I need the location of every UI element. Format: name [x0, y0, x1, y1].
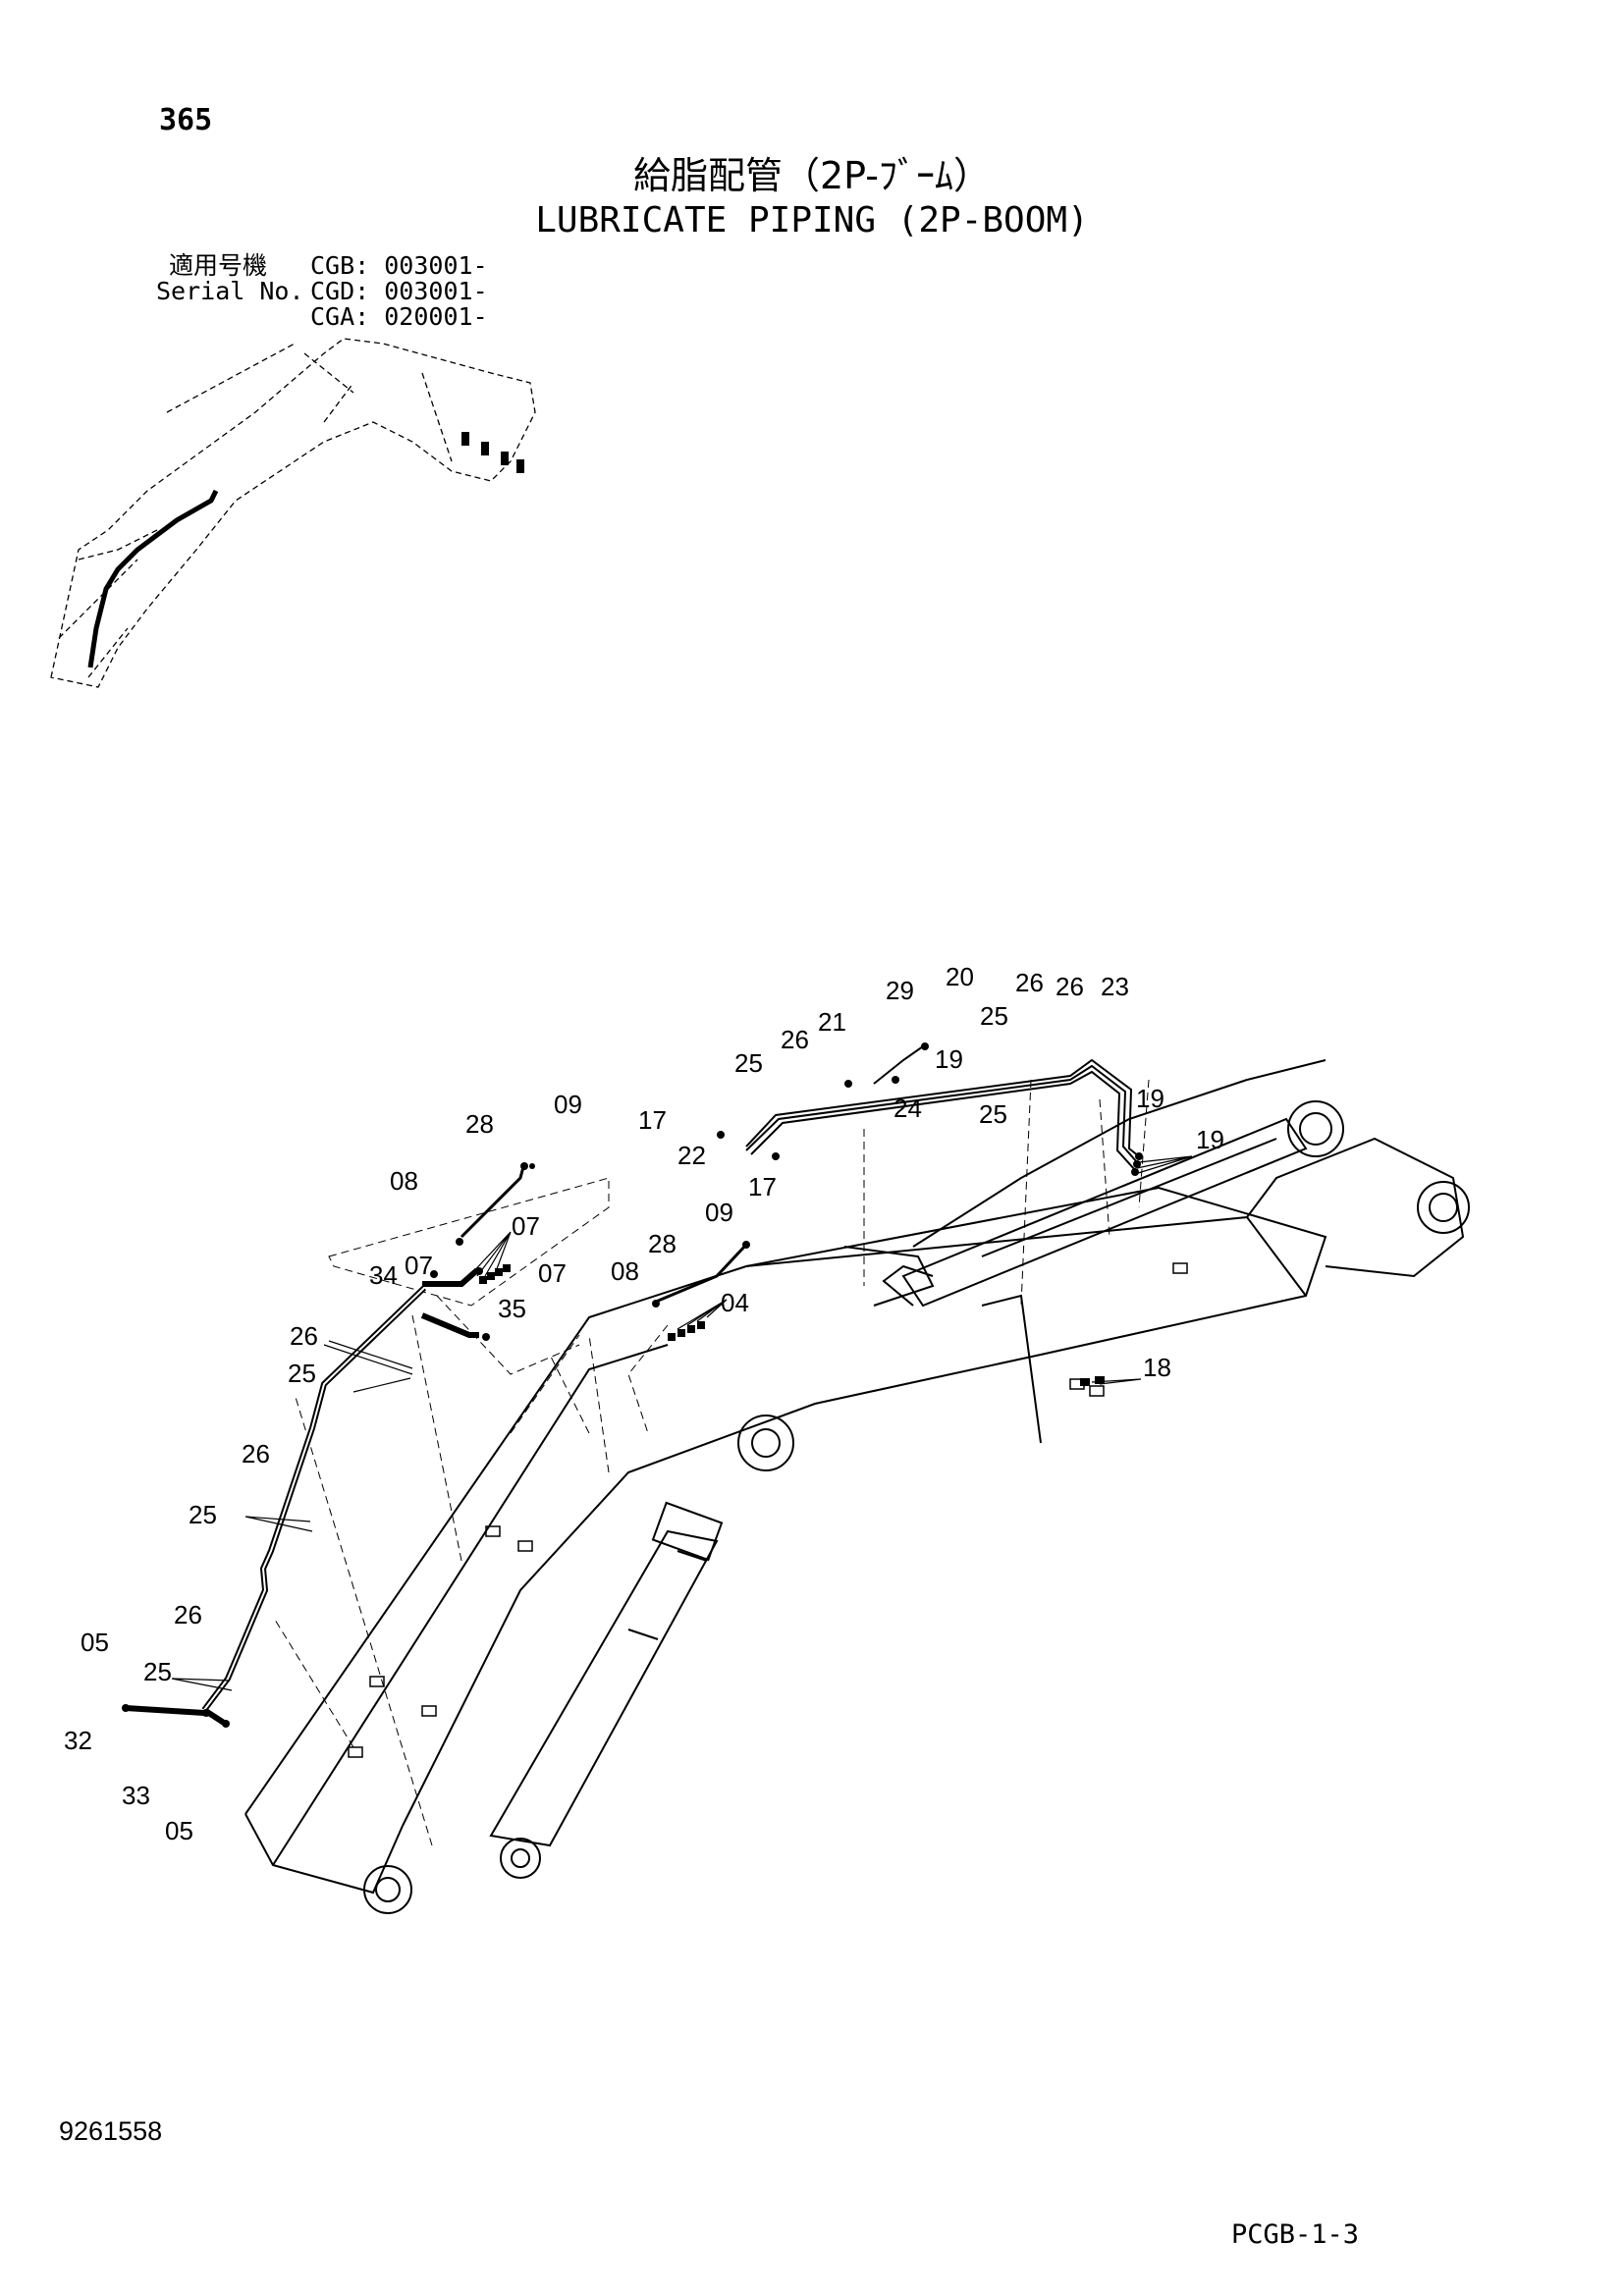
serial-entry: CGD: 003001-	[310, 277, 488, 305]
callout-labels: 29 20 26 26 23 21 25 26 19 25 25 24 19 1…	[64, 962, 1224, 1845]
callout-label: 26	[1056, 972, 1084, 1001]
thumbnail-highlight	[87, 489, 219, 668]
callout-label: 08	[611, 1256, 639, 1286]
callout-label: 26	[1015, 968, 1044, 997]
callout-label: 17	[638, 1105, 667, 1135]
callout-label: 23	[1101, 972, 1129, 1001]
lube-pipe-top	[745, 1045, 1140, 1171]
callout-label: 26	[781, 1025, 809, 1054]
serial-label: Serial No.	[156, 277, 304, 305]
callout-label: 25	[980, 1001, 1008, 1031]
arm-cylinder	[901, 1117, 1308, 1308]
callout-label: 05	[165, 1816, 193, 1845]
callout-label: 09	[705, 1198, 733, 1227]
callout-label: 18	[1143, 1353, 1171, 1382]
callout-label: 28	[648, 1229, 677, 1258]
callout-label: 21	[818, 1007, 846, 1037]
boom	[244, 1059, 1470, 1914]
callout-label: 08	[390, 1166, 418, 1196]
callout-label: 09	[554, 1090, 582, 1119]
callout-label: 29	[886, 976, 914, 1005]
callout-label: 22	[677, 1141, 706, 1170]
serial-entry: CGB: 003001-	[310, 251, 488, 280]
callout-label: 07	[405, 1251, 433, 1280]
callout-label: 35	[498, 1294, 526, 1323]
callout-label: 26	[174, 1600, 202, 1629]
page-title-japanese: 給脂配管（2P-ﾌﾞｰﾑ）	[633, 154, 991, 197]
callout-label: 19	[1136, 1084, 1164, 1113]
document-number: 9261558	[59, 2116, 163, 2146]
page-code: PCGB-1-3	[1231, 2219, 1360, 2250]
thumbnail-attachment	[50, 338, 536, 688]
callout-label: 19	[1196, 1125, 1224, 1154]
serial-entry: CGA: 020001-	[310, 302, 488, 331]
callout-label: 07	[538, 1258, 567, 1288]
callout-label: 26	[242, 1439, 270, 1468]
callout-label: 20	[946, 962, 974, 991]
serial-label-japanese: 適用号機	[169, 251, 268, 280]
callout-label: 04	[721, 1288, 749, 1317]
callout-label: 24	[893, 1094, 922, 1123]
callout-arrows	[171, 1155, 1193, 1691]
callout-label: 34	[369, 1260, 398, 1290]
callout-label: 25	[979, 1099, 1007, 1129]
callout-label: 33	[122, 1781, 150, 1810]
leader-lines	[274, 1079, 1150, 1846]
callout-label: 25	[288, 1359, 316, 1388]
callout-label: 07	[512, 1211, 540, 1241]
callout-label: 25	[734, 1048, 763, 1078]
thumbnail-bucket-teeth	[461, 432, 524, 473]
callout-label: 25	[143, 1657, 172, 1686]
grease-hoses	[460, 1162, 748, 1304]
page-title: LUBRICATE PIPING (2P-BOOM)	[535, 200, 1089, 240]
callout-label: 19	[935, 1044, 963, 1074]
lube-pipe-left-inner	[203, 1287, 425, 1711]
callout-label: 25	[189, 1500, 217, 1529]
callout-label: 28	[465, 1109, 494, 1139]
callout-label: 26	[290, 1321, 318, 1351]
boom-cylinder	[489, 1501, 724, 1879]
callout-label: 32	[64, 1726, 92, 1755]
fittings	[122, 1042, 1143, 1728]
callout-label: 17	[748, 1172, 777, 1201]
page-number: 365	[159, 103, 213, 137]
callout-label: 05	[81, 1628, 109, 1657]
